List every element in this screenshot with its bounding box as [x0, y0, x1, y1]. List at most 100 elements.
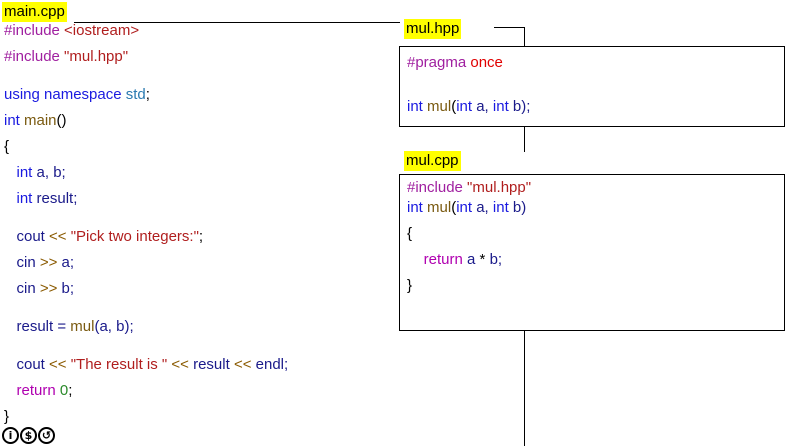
main-code-line	[4, 73, 288, 79]
impl-code-token: }	[407, 277, 413, 294]
main-code-token: <<	[167, 356, 194, 373]
main-code-token: 0	[59, 382, 69, 399]
header-file-label: mul.hpp	[404, 19, 462, 39]
main-code-token: b;	[61, 280, 75, 297]
header-code-token: b);	[512, 98, 531, 115]
main-code-token: cin	[4, 280, 40, 297]
main-code-token: ;	[68, 382, 73, 399]
impl-code-token: return	[407, 251, 468, 268]
license-badge: i $ ↺	[2, 426, 62, 444]
main-code-token: mul	[70, 318, 95, 335]
connector-vertical-bottom	[524, 330, 525, 446]
main-code-token: >>	[39, 254, 62, 271]
impl-code-token: b)	[512, 199, 527, 216]
impl-code-token: int	[407, 199, 428, 216]
main-code-line: {	[4, 137, 288, 157]
main-code-token: std	[125, 86, 146, 103]
main-code-token: result	[193, 356, 234, 373]
main-code-line: cout << "The result is " << result << en…	[4, 355, 289, 375]
main-code-token: <<	[49, 356, 71, 373]
main-code-line: return 0;	[4, 381, 288, 401]
impl-code-token: *	[479, 251, 490, 268]
main-code-token: #include	[4, 22, 65, 39]
main-code-token: {	[4, 138, 10, 155]
impl-code-line: {	[407, 224, 531, 244]
main-code-token: >>	[39, 280, 62, 297]
main-code-line: cin >> b;	[4, 279, 288, 299]
impl-code-token: (	[451, 199, 457, 216]
header-code-line	[407, 74, 530, 96]
main-code-token: int	[4, 190, 37, 207]
main-code-line	[4, 215, 288, 221]
header-code-token: int	[407, 98, 428, 115]
impl-code-token: #include	[407, 179, 468, 196]
header-code-token: (	[451, 98, 457, 115]
main-code-line: }	[4, 407, 288, 427]
main-code-token: result =	[4, 318, 71, 335]
connector-vertical-mid	[524, 126, 525, 152]
main-code-line: #include <iostream>	[4, 21, 288, 41]
main-code-token: cin	[4, 254, 40, 271]
main-code-line: using namespace std;	[4, 85, 288, 105]
impl-code-token: a	[467, 251, 480, 268]
main-file-label: main.cpp	[2, 2, 67, 22]
main-code-token: <<	[49, 228, 71, 245]
impl-box: #include "mul.hpp"int mul(int a, int b){…	[399, 174, 785, 331]
main-code-token: using namespace	[4, 86, 126, 103]
main-code-token: ()	[56, 112, 67, 129]
main-code-token: result;	[36, 190, 78, 207]
impl-code: #include "mul.hpp"int mul(int a, int b){…	[407, 178, 531, 296]
main-code: #include <iostream>#include "mul.hpp"usi…	[4, 21, 288, 433]
header-code-token: mul	[427, 98, 452, 115]
main-code-token: main	[24, 112, 57, 129]
main-code-line: #include "mul.hpp"	[4, 47, 288, 67]
main-code-line: int a, b;	[4, 163, 288, 183]
header-code-token: a,	[476, 98, 493, 115]
main-code-token: return	[4, 382, 60, 399]
main-code-token: <iostream>	[64, 22, 140, 39]
main-code-token: ;	[145, 86, 150, 103]
main-code-token: (a, b);	[94, 318, 134, 335]
main-code-token: cout	[4, 228, 50, 245]
header-code-token: once	[470, 54, 503, 71]
impl-code-token: a,	[476, 199, 493, 216]
impl-code-line: }	[407, 276, 531, 296]
main-code-line	[4, 343, 288, 349]
impl-code-line: #include "mul.hpp"	[407, 178, 531, 198]
main-code-token: a;	[61, 254, 75, 271]
main-code-token: a, b;	[36, 164, 66, 181]
main-code-token: #include	[4, 48, 65, 65]
connector-hpp-right	[494, 27, 525, 28]
main-code-line: int main()	[4, 111, 288, 131]
main-code-token: "mul.hpp"	[64, 48, 129, 65]
impl-code-token: mul	[427, 199, 452, 216]
header-code-line: int mul(int a, int b);	[407, 96, 530, 118]
main-code-line: cout << "Pick two integers:";	[4, 227, 288, 247]
impl-code-token: int	[456, 199, 477, 216]
impl-code-token: "mul.hpp"	[467, 179, 532, 196]
nc-icon: $	[20, 426, 37, 444]
main-code-token: "The result is "	[70, 356, 168, 373]
impl-code-line: int mul(int a, int b)	[407, 198, 531, 218]
header-code-token: int	[456, 98, 477, 115]
connector-main-top	[74, 22, 400, 23]
header-code-line: #pragma once	[407, 52, 530, 74]
main-code-line: result = mul(a, b);	[4, 317, 288, 337]
cc-icon: i	[2, 426, 19, 444]
main-code-line: cin >> a;	[4, 253, 288, 273]
main-code-line	[4, 305, 288, 311]
main-code-token: }	[4, 408, 10, 425]
impl-code-token: {	[407, 225, 413, 242]
impl-code-line: return a * b;	[407, 250, 531, 270]
main-code-token: endl;	[255, 356, 289, 373]
impl-file-label: mul.cpp	[404, 151, 461, 171]
main-code-token: ;	[198, 228, 204, 245]
main-code-token: "Pick two integers:"	[70, 228, 199, 245]
header-code-token: int	[492, 98, 513, 115]
main-code-line: int result;	[4, 189, 288, 209]
main-code-token: int	[4, 112, 25, 129]
main-code-token: <<	[233, 356, 256, 373]
connector-vertical	[524, 27, 525, 46]
